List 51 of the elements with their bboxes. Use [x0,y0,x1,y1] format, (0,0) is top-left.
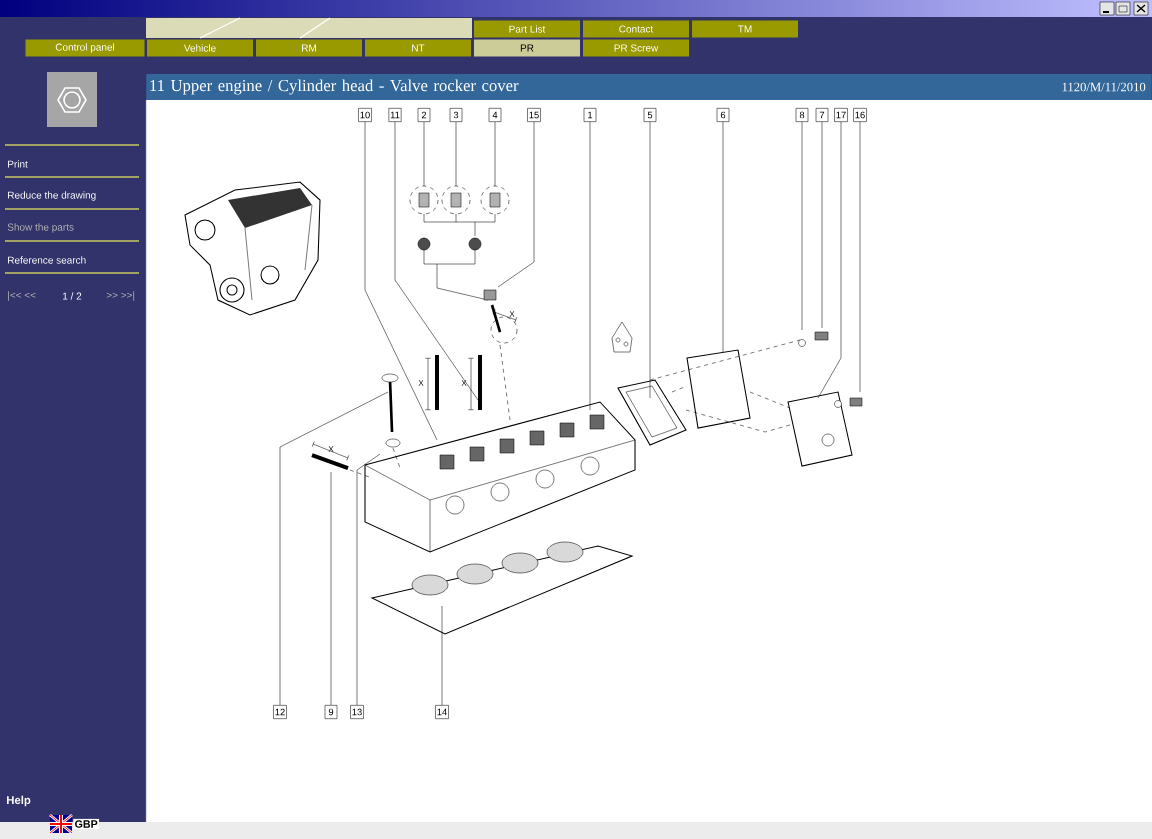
callout-number: 4 [488,108,502,122]
leader-line [441,605,443,706]
leader-line [423,121,425,187]
leader-line [279,391,389,706]
leader-line [364,121,438,441]
header-bar: 11 Upper engine / Cylinder head - Valve rocker cover 1120/M/11/2010 [146,74,1152,100]
sidebar-menu-item: Print [8,160,28,168]
leader-line [494,121,496,187]
nav-link: >> >>| [106,291,135,301]
leader-line [817,121,842,399]
help-link: Help [7,795,31,807]
callout-number: 9 [324,705,338,719]
nav-link: |<< << [8,291,36,301]
leader-line [821,121,823,329]
leader-line [497,121,535,288]
dimension-label: X [509,311,515,317]
leader-line [859,121,861,393]
callout-number: 7 [815,108,829,122]
leader-line [356,453,381,706]
callout-number: 13 [350,705,364,719]
leader-line [330,471,332,706]
leader-line [394,121,479,401]
callout-number: 16 [853,108,867,122]
page-counter: 1 / 2 [63,292,82,300]
callout-number: 6 [716,108,730,122]
leader-line [801,121,803,331]
node-label: PR Screw [614,44,659,52]
callout-number: 5 [643,108,657,122]
callout-number: 2 [417,108,431,122]
sidebar-menu-item: Show the parts [7,223,74,233]
dimension-label: X [328,446,334,452]
callout-number: 1 [583,108,597,122]
callout-number: 11 [388,108,402,122]
node-label: Control panel [55,43,115,53]
callout-number: 14 [435,705,449,719]
callout-number: 10 [358,108,372,122]
sidebar-menu-item: Reference search [8,256,86,264]
sidebar-menu-item: Reduce the drawing [8,191,96,201]
dimension-label: X [461,380,467,386]
callout-number: 3 [449,108,463,122]
callout-number: 15 [527,108,541,122]
callout-number: 17 [834,108,848,122]
currency-label: GBP [73,818,100,830]
leader-line [455,121,457,187]
dimension-label: X [418,380,424,386]
node-label: Contact [619,25,654,33]
leader-line [589,121,591,411]
leader-line [722,121,724,353]
callout-number: 8 [795,108,809,122]
leader-line [649,121,651,399]
callout-number: 12 [273,705,287,719]
